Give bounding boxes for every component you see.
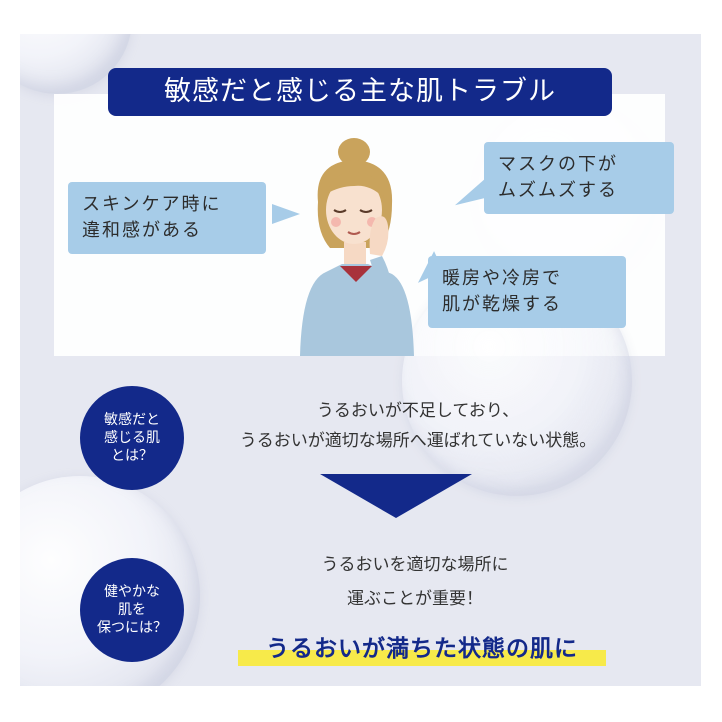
badge-line: 保つには？ [97, 620, 167, 636]
badge-line: 肌を [118, 602, 146, 618]
bubble-line: 肌が乾燥する [442, 294, 562, 315]
highlight-marker [238, 650, 606, 666]
badge-line: 感じる肌 [104, 430, 160, 446]
badge-line: とは？ [111, 448, 153, 464]
badge-line: 敏感だと [104, 412, 160, 428]
answer-line: うるおいが不足しており、 [316, 401, 520, 421]
infographic: 敏感だと感じる主な肌トラブル スキンケア時に 違和感がある マスクの下が ムズム… [20, 34, 701, 686]
answer-text-1: うるおいが不足しており、 うるおいが適切な場所へ運ばれていない状態。 [188, 396, 648, 456]
arrow-down-icon [320, 474, 472, 518]
question-badge-healthy-skin: 健やかな 肌を 保つには？ [80, 558, 184, 662]
answer-line: うるおいが適切な場所へ運ばれていない状態。 [239, 431, 597, 451]
badge-line: 健やかな [104, 584, 160, 600]
question-badge-sensitive-skin: 敏感だと 感じる肌 とは？ [80, 386, 184, 490]
bubble-line: 違和感がある [82, 220, 202, 241]
bubble-line: 暖房や冷房で [442, 268, 562, 289]
bubble-skincare: スキンケア時に 違和感がある [68, 182, 266, 254]
conclusion-highlight: うるおいが満ちた状態の肌に [232, 632, 612, 666]
bubble-line: スキンケア時に [82, 194, 222, 215]
answer-text-2: うるおいを適切な場所に 運ぶことが重要！ [250, 548, 580, 616]
bubble-mask: マスクの下が ムズムズする [484, 142, 674, 214]
bubble-tail [272, 204, 300, 224]
woman-illustration [300, 138, 414, 356]
answer-line: 運ぶことが重要！ [347, 589, 483, 609]
bubble-line: マスクの下が [498, 154, 618, 175]
page-title: 敏感だと感じる主な肌トラブル [108, 68, 612, 116]
bubble-line: ムズムズする [498, 180, 618, 201]
conclusion-text: うるおいが満ちた状態の肌に [266, 636, 578, 662]
bubble-heating: 暖房や冷房で 肌が乾燥する [428, 256, 626, 328]
answer-line: うるおいを適切な場所に [321, 555, 509, 575]
